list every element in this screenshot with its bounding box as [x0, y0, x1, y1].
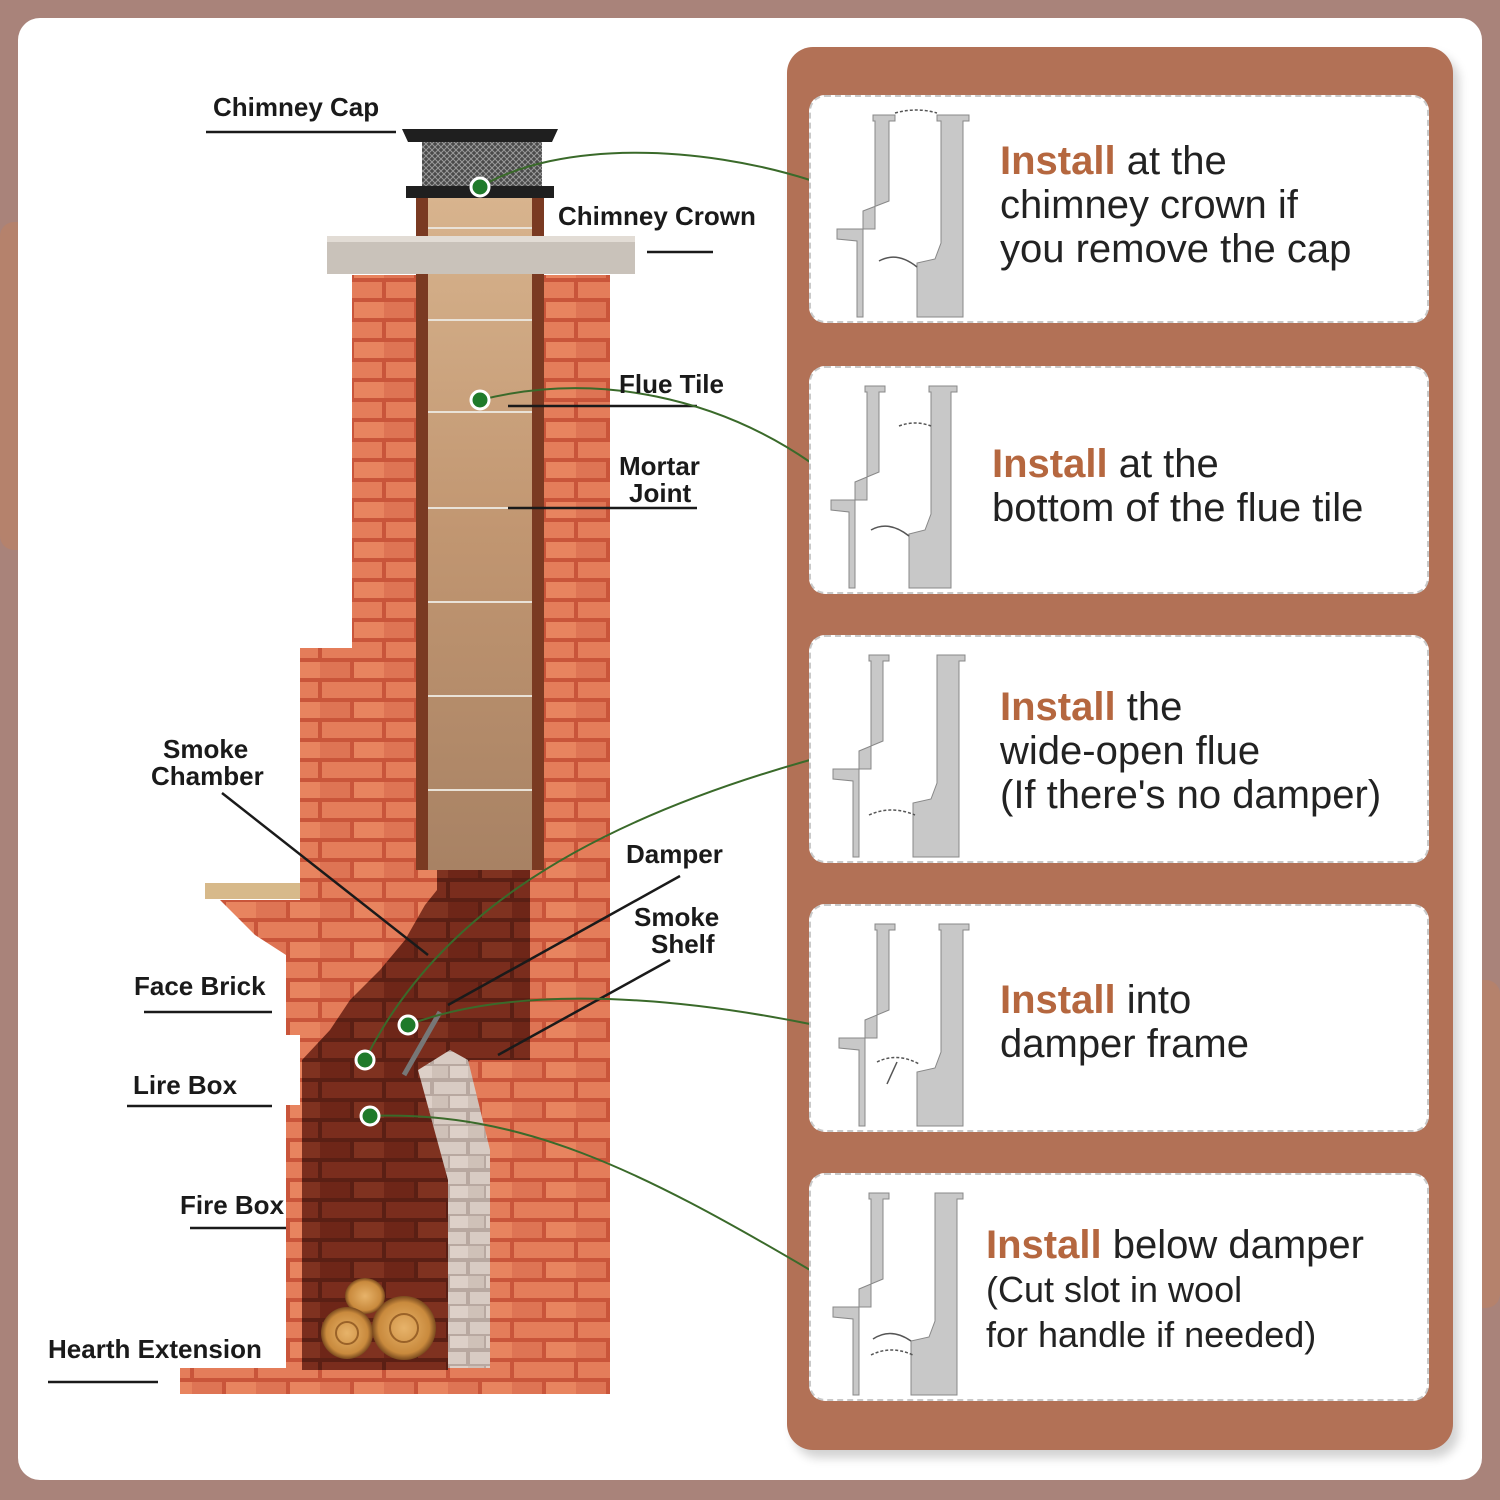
card-5-line2: (Cut slot in wool [986, 1269, 1243, 1310]
chimney-crown [327, 236, 635, 274]
card-3-text: Install the wide-open flue (If there's n… [1000, 685, 1381, 817]
card-2-line2: bottom of the flue tile [992, 486, 1364, 530]
connector-lines [364, 151, 811, 1271]
card-1-line1: at the [1115, 139, 1227, 183]
label-pointers [221, 792, 681, 1057]
card-1-keyword: Install [1000, 139, 1116, 183]
label-damper: Damper [626, 839, 723, 869]
install-card-below-damper: Install below damper (Cut slot in wool f… [809, 1173, 1429, 1401]
flue-liner-inner [428, 195, 532, 870]
chimney-cap-top [402, 129, 558, 142]
card-4-line1: into [1115, 978, 1192, 1022]
firebrick-lining [418, 1050, 490, 1368]
card-5-line1: below damper [1101, 1223, 1364, 1267]
card-1-line3: you remove the cap [1000, 227, 1352, 271]
card-2-keyword: Install [992, 442, 1108, 486]
chimney-cross-section-icon [836, 109, 970, 318]
card-2-line1: at the [1107, 442, 1219, 486]
chimney-cross-section-icon [832, 654, 966, 858]
card-5-text: Install below damper (Cut slot in wool f… [986, 1223, 1364, 1357]
card-3-line3: (If there's no damper) [1000, 773, 1382, 817]
card-1-line2: chimney crown if [1000, 183, 1298, 227]
card-4-line2: damper frame [1000, 1022, 1249, 1066]
label-fire-box: Fire Box [180, 1190, 285, 1220]
label-smoke-shelf-line2: Shelf [651, 929, 715, 959]
card-5-keyword: Install [986, 1223, 1102, 1267]
card-3-line2: wide-open flue [1000, 729, 1261, 773]
label-smoke-chamber-line2: Chamber [151, 761, 264, 791]
label-face-brick: Face Brick [134, 971, 266, 1001]
card-1-text: Install at the chimney crown if you remo… [1000, 139, 1351, 271]
chimney-cross-section-icon [830, 385, 958, 589]
chimney-cross-section-icon [832, 1192, 964, 1396]
label-underlines [48, 130, 713, 1384]
label-smoke-shelf-line1: Smoke [634, 902, 719, 932]
card-2-text: Install at the bottom of the flue tile [992, 442, 1363, 530]
mantel-shelf [205, 883, 300, 899]
damper-plate [401, 1010, 443, 1077]
card-5-line3: for handle if needed) [986, 1314, 1317, 1355]
card-4-text: Install into damper frame [1000, 978, 1249, 1066]
card-3-keyword: Install [1000, 685, 1116, 729]
smoke-chamber-interior [302, 868, 530, 1370]
install-card-damper-frame: Install into damper frame [809, 904, 1429, 1132]
label-lire-box: Lire Box [133, 1070, 238, 1100]
flue-joints [428, 227, 532, 791]
fire-logs [321, 1278, 436, 1360]
card-3-line1: the [1115, 685, 1183, 729]
label-smoke-chamber-line1: Smoke [163, 734, 248, 764]
label-chimney-cap: Chimney Cap [213, 92, 379, 122]
label-flue-tile: Flue Tile [619, 369, 724, 399]
label-mortar-joint-line1: Mortar [619, 451, 700, 481]
label-chimney-crown: Chimney Crown [558, 201, 756, 231]
connector-dots [354, 176, 491, 1127]
label-mortar-joint-line2: Joint [629, 478, 691, 508]
hearth-slab [180, 1368, 610, 1394]
chimney-cross-section-icon [838, 923, 970, 1127]
label-hearth-extension: Hearth Extension [48, 1334, 262, 1364]
install-card-flue-tile: Install at the bottom of the flue tile [809, 366, 1429, 594]
install-card-chimney-crown: Install at the chimney crown if you remo… [809, 95, 1429, 323]
card-4-keyword: Install [1000, 978, 1116, 1022]
install-card-wide-open-flue: Install the wide-open flue (If there's n… [809, 635, 1429, 863]
